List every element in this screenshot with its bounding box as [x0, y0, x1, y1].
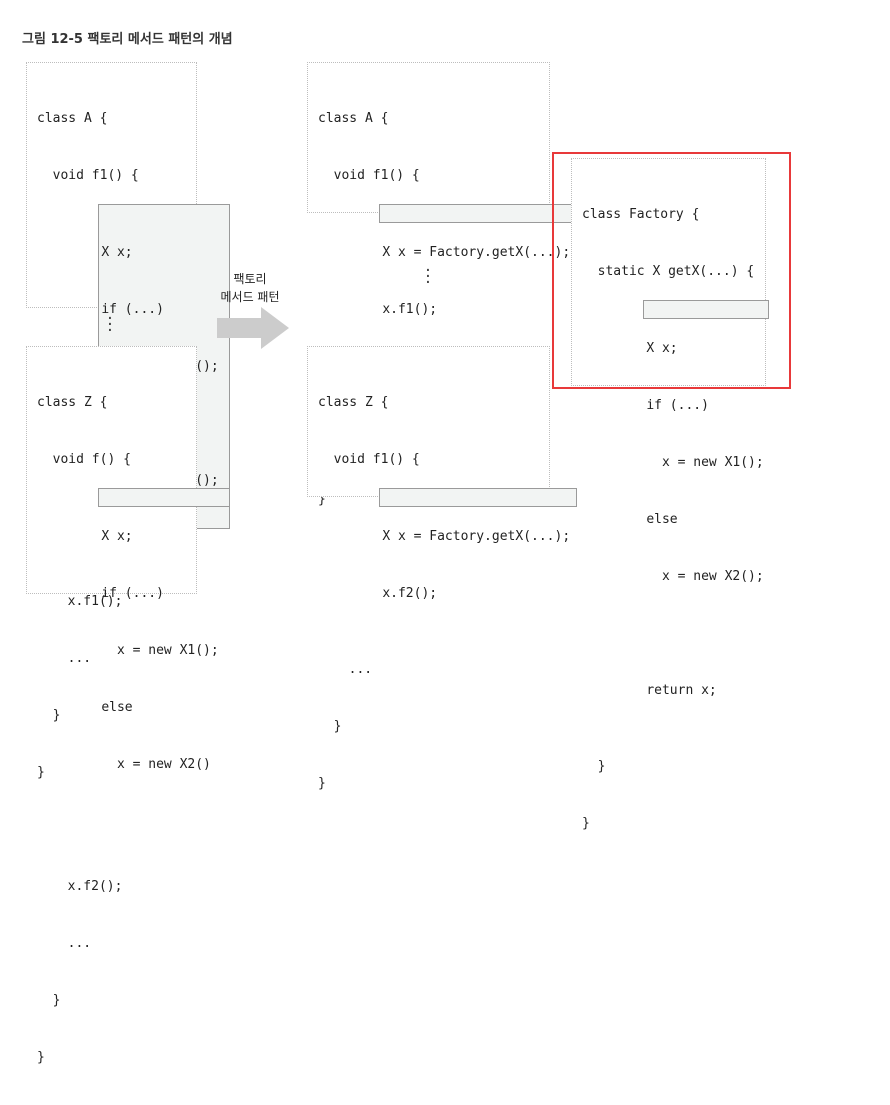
code-line: x.f1();	[382, 302, 438, 317]
after-class-z-card: class Z { void f1() { X x = Factory.getX…	[307, 346, 578, 791]
arrow-label-line: 팩토리	[233, 272, 267, 286]
code-line: return x;	[646, 683, 717, 698]
after-class-a-card: class A { void f1() { X x = Factory.getX…	[307, 62, 578, 507]
code-line: x = new X1();	[101, 643, 219, 658]
arrow-label: 팩토리 메서드 패턴	[205, 270, 295, 306]
code-line: x.f1();	[52, 594, 123, 609]
code-line: void f1() {	[318, 452, 420, 467]
code-block: class Factory { static X getX(...) { X x…	[582, 167, 770, 871]
code-line: if (...)	[101, 586, 164, 601]
code-line: void f1() {	[37, 168, 139, 183]
code-line: ...	[52, 936, 92, 951]
code-line: static X getX(...) {	[582, 264, 755, 279]
code-line: x.f2();	[52, 879, 123, 894]
code-line: X x = Factory.getX(...);	[382, 529, 571, 544]
code-line: x = new X2();	[646, 569, 764, 584]
code-line: x.f2();	[382, 586, 438, 601]
code-line: x = new X1();	[646, 455, 764, 470]
factory-class-card: class Factory { static X getX(...) { X x…	[571, 158, 770, 831]
code-line: if (...)	[646, 398, 709, 413]
code-line: X x;	[101, 245, 133, 260]
code-line: class Factory {	[582, 207, 700, 222]
code-line	[646, 624, 766, 643]
code-line: if (...)	[101, 302, 164, 317]
code-line: }	[318, 492, 326, 507]
code-line: }	[37, 993, 61, 1008]
before-class-a-card: class A { void f1() { X x; if (...) x = …	[26, 62, 231, 780]
instantiation-box: X x; if (...) x = new X1(); else x = new…	[98, 488, 231, 772]
code-line: class Z {	[318, 395, 389, 410]
code-line: }	[37, 1050, 45, 1065]
before-class-z-card: class Z { void f() { X x; if (...) x = n…	[26, 346, 231, 1065]
code-line: class A {	[37, 111, 108, 126]
factory-call-box: X x = Factory.getX(...); x.f1();	[379, 204, 578, 317]
code-line: else	[646, 512, 678, 527]
right-arrow-icon	[217, 307, 289, 349]
code-line: }	[582, 759, 606, 774]
code-line: X x;	[101, 529, 133, 544]
code-line: void f() {	[37, 452, 131, 467]
instantiation-box: X x; if (...) x = new X1(); else x = new…	[643, 300, 770, 698]
code-line: void f1() {	[318, 168, 420, 183]
code-block: class Z { void f1() { X x = Factory.getX…	[318, 355, 578, 831]
factory-highlight-frame	[552, 152, 791, 389]
code-line: x = new X2()	[101, 757, 211, 772]
code-line: ...	[333, 662, 373, 677]
code-line	[37, 831, 230, 839]
figure-caption: 그림 12-5 팩토리 메서드 패턴의 개념	[22, 32, 233, 47]
code-block: class Z { void f() { X x; if (...) x = n…	[37, 355, 231, 1105]
vertical-ellipsis-icon: ···	[105, 311, 115, 339]
arrow-label-line: 메서드 패턴	[220, 290, 280, 304]
factory-call-box: X x = Factory.getX(...); x.f2();	[379, 488, 578, 601]
code-line: }	[318, 776, 326, 791]
vertical-ellipsis-icon: ···	[423, 263, 433, 291]
code-line: }	[318, 719, 342, 734]
code-line: }	[582, 816, 590, 831]
code-line: X x;	[646, 341, 678, 356]
code-line: X x = Factory.getX(...);	[382, 245, 571, 260]
code-line: class A {	[318, 111, 389, 126]
code-line: class Z {	[37, 395, 108, 410]
code-line: else	[101, 700, 133, 715]
code-block: class A { void f1() { X x = Factory.getX…	[318, 71, 578, 547]
